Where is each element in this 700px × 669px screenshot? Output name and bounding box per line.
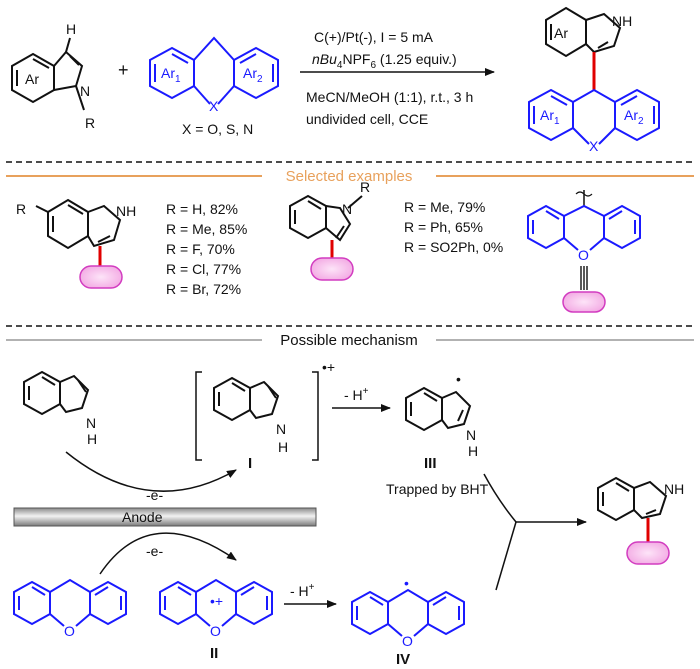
plus-sign: + bbox=[118, 60, 129, 80]
mech-I-radical-cation: •+ bbox=[322, 359, 335, 375]
example1-yield-1: R = H, 82% bbox=[166, 201, 238, 217]
mech-radical-cation-II bbox=[159, 578, 273, 627]
product-nh-label: NH bbox=[612, 13, 632, 29]
example1-structure bbox=[35, 198, 122, 250]
mech-I-h: H bbox=[278, 439, 288, 455]
bracket-left bbox=[195, 371, 202, 461]
mech-radical-cation-I bbox=[213, 376, 280, 422]
example1-yield-2: R = Me, 85% bbox=[166, 221, 247, 237]
bracket-right bbox=[312, 371, 319, 461]
curve-arrow-xanthene-to-II bbox=[99, 532, 237, 575]
example3-o-label: O bbox=[578, 247, 589, 263]
mech-radical-IV bbox=[351, 588, 465, 637]
reactant-ar2-label: Ar2 bbox=[243, 65, 263, 85]
label-II: II bbox=[210, 645, 218, 662]
example2-structure bbox=[289, 194, 363, 242]
product-ar-label: Ar bbox=[554, 25, 568, 41]
reactant-h-label: H bbox=[66, 21, 76, 37]
example1-yield-4: R = Cl, 77% bbox=[166, 261, 241, 277]
example2-xanthene-placeholder bbox=[310, 257, 354, 281]
trapped-by-bht: Trapped by BHT bbox=[386, 481, 489, 497]
reactant-ar-label: Ar bbox=[25, 71, 39, 87]
mech-radical-III bbox=[405, 386, 472, 432]
conditions-line4: undivided cell, CCE bbox=[306, 111, 428, 127]
mech-II-radical-cation: •+ bbox=[210, 593, 223, 609]
mechanism-section: Possible mechanism N H N H •+ I - H+ bbox=[6, 332, 694, 668]
conditions-line3: MeCN/MeOH (1:1), r.t., 3 h bbox=[306, 89, 473, 105]
mech-I-n: N bbox=[276, 421, 286, 437]
label-I: I bbox=[248, 455, 252, 472]
example1-r-label: R bbox=[16, 201, 26, 217]
example3-xanthene bbox=[527, 204, 641, 251]
scheme-section: Ar H N R + Ar1 Ar2 X X = O, S, N C(+)/Pt… bbox=[11, 6, 660, 154]
mech-product-nh: NH bbox=[664, 481, 684, 497]
mech-minus-h-2: - H+ bbox=[290, 582, 315, 599]
example2-yield-3: R = SO2Ph, 0% bbox=[404, 239, 503, 255]
x-options: X = O, S, N bbox=[182, 121, 253, 137]
electron-loss-2: -e- bbox=[146, 543, 163, 559]
example3-indole-placeholder bbox=[562, 291, 606, 313]
conditions-line1: C(+)/Pt(-), I = 5 mA bbox=[314, 29, 434, 45]
reactant-r-label: R bbox=[85, 115, 95, 131]
example2-r-label: R bbox=[360, 179, 370, 195]
mech-IV-radical-dot: • bbox=[404, 575, 409, 591]
mech-indole-h: H bbox=[87, 431, 97, 447]
conditions-line2: nBu4NPF6 (1.25 equiv.) bbox=[312, 51, 457, 71]
mech-III-h: H bbox=[468, 443, 478, 459]
mech-indole-n: N bbox=[86, 415, 96, 431]
example1-yield-3: R = F, 70% bbox=[166, 241, 235, 257]
example2-n-label: N bbox=[342, 201, 352, 217]
example3-wavy-bond bbox=[575, 191, 593, 197]
mechanism-header: Possible mechanism bbox=[280, 332, 418, 349]
mech-II-o: O bbox=[210, 623, 221, 639]
selected-examples-section: Selected examples R NH R = H, 82% R = Me… bbox=[6, 168, 694, 313]
anode-electrode bbox=[13, 507, 317, 527]
product-ar2-label: Ar2 bbox=[624, 107, 644, 127]
mech-xanthene-o: O bbox=[64, 623, 75, 639]
product-xanthene bbox=[528, 88, 660, 145]
reactant-x-label: X bbox=[209, 98, 219, 114]
reactant-n-label: N bbox=[80, 83, 90, 99]
example1-xanthene-placeholder bbox=[79, 265, 123, 289]
label-III: III bbox=[424, 455, 437, 472]
product-ar1-label: Ar1 bbox=[540, 107, 560, 127]
product-x-label: X bbox=[589, 138, 599, 154]
example1-nh-label: NH bbox=[116, 203, 136, 219]
mech-product-xanthene-placeholder bbox=[626, 541, 670, 565]
selected-examples-header: Selected examples bbox=[286, 168, 413, 185]
mech-product bbox=[597, 476, 668, 522]
example2-yield-2: R = Ph, 65% bbox=[404, 219, 483, 235]
product-indole bbox=[545, 6, 622, 58]
mech-III-radical-dot: • bbox=[456, 371, 461, 387]
example2-yield-1: R = Me, 79% bbox=[404, 199, 485, 215]
anode-label: Anode bbox=[122, 509, 163, 525]
mech-IV-o: O bbox=[402, 633, 413, 649]
mech-III-n: N bbox=[466, 427, 476, 443]
label-IV: IV bbox=[396, 651, 410, 668]
mech-xanthene bbox=[13, 578, 127, 627]
combine-curve-bottom bbox=[495, 521, 517, 591]
curve-arrow-indole-to-I bbox=[65, 451, 237, 492]
electron-loss-1: -e- bbox=[146, 487, 163, 503]
reactant-indole bbox=[11, 37, 85, 111]
example1-yield-5: R = Br, 72% bbox=[166, 281, 241, 297]
reactant-ar1-label: Ar1 bbox=[161, 65, 181, 85]
reactant-xanthene bbox=[149, 36, 279, 105]
combine-curve-top bbox=[483, 473, 517, 523]
mech-minus-h-1: - H+ bbox=[344, 386, 369, 403]
mech-indole bbox=[23, 370, 90, 416]
